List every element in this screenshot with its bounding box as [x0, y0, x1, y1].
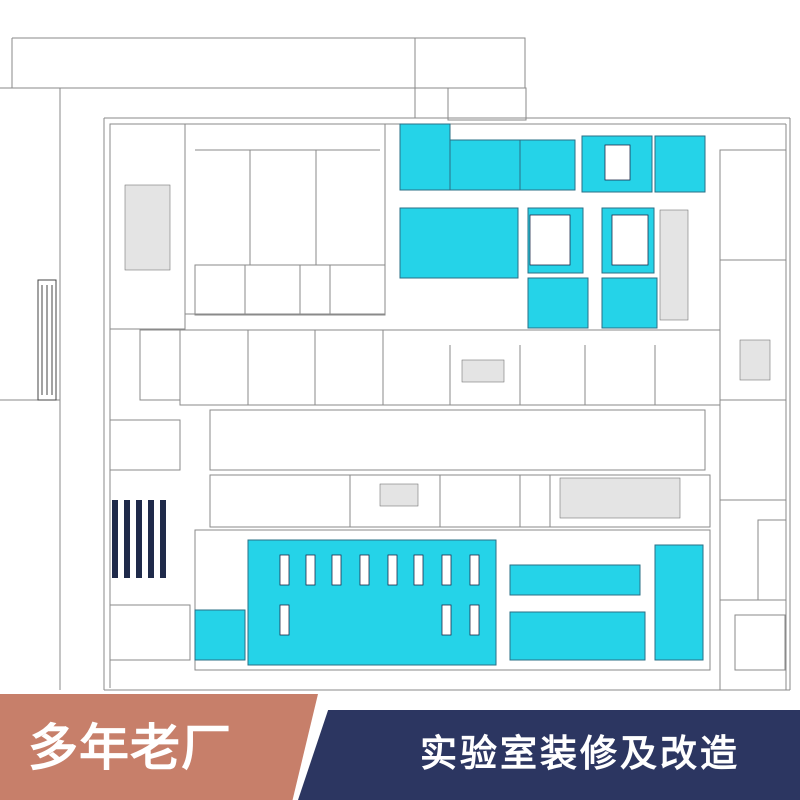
banner-right-text: 实验室装修及改造 [420, 732, 740, 775]
stair-right-bottom [757, 519, 787, 601]
lab-room [399, 123, 451, 191]
stair-core-top [447, 87, 527, 121]
banner-left-text: 多年老厂 [28, 719, 232, 777]
lab-room [449, 139, 521, 191]
building-outline [11, 37, 526, 89]
lab-room [654, 135, 706, 193]
escalator [37, 279, 57, 401]
corridor [209, 409, 706, 471]
lab-room [654, 544, 704, 661]
lab-room [509, 611, 646, 661]
lab-room [519, 139, 576, 191]
banner-right [298, 710, 800, 800]
banner-left [0, 694, 318, 800]
lab-room [399, 207, 519, 279]
lab-room [509, 564, 641, 596]
stair-left [139, 329, 181, 401]
lab-room [601, 277, 658, 329]
lab-room [194, 609, 246, 661]
lab-room [527, 277, 589, 329]
